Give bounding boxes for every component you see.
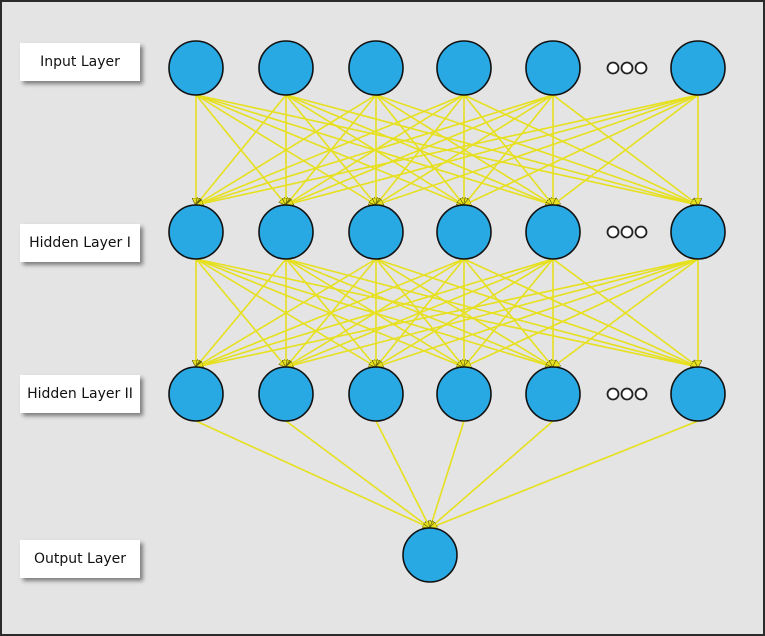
node-hidden2-5 <box>670 366 726 422</box>
ellipsis-dot-hidden1-1 <box>620 225 634 239</box>
edge-hidden1-5-to-hidden2-4 <box>553 258 699 367</box>
ellipsis-dot-hidden2-2 <box>634 387 648 401</box>
node-hidden2-3 <box>436 366 492 422</box>
edge-hidden2-4-to-output-0 <box>430 420 554 528</box>
edge-hidden2-5-to-output-0 <box>430 420 699 528</box>
edge-hidden2-2-to-output-0 <box>375 420 430 528</box>
node-hidden1-3 <box>436 204 492 260</box>
node-hidden1-5 <box>670 204 726 260</box>
edge-hidden1-4-to-hidden2-3 <box>464 258 554 367</box>
node-input-5 <box>670 40 726 96</box>
ellipsis-dot-input-0 <box>606 61 620 75</box>
node-hidden1-0 <box>168 204 224 260</box>
node-hidden1-1 <box>258 204 314 260</box>
edge-input-5-to-hidden1-4 <box>553 94 699 205</box>
node-output-0 <box>402 527 458 583</box>
edge-hidden1-4-to-hidden2-1 <box>286 258 554 367</box>
ellipsis-dot-input-1 <box>620 61 634 75</box>
edge-hidden2-3-to-output-0 <box>430 420 465 528</box>
node-input-1 <box>258 40 314 96</box>
edge-hidden2-1-to-output-0 <box>285 420 430 528</box>
node-input-4 <box>525 40 581 96</box>
ellipsis-indicators <box>606 61 648 401</box>
node-hidden2-1 <box>258 366 314 422</box>
edge-hidden1-5-to-hidden2-1 <box>286 258 699 367</box>
node-hidden1-2 <box>348 204 404 260</box>
edge-hidden1-4-to-hidden2-0 <box>196 258 554 367</box>
edge-input-5-to-hidden1-0 <box>196 94 699 205</box>
node-hidden2-0 <box>168 366 224 422</box>
edge-input-5-to-hidden1-3 <box>464 94 699 205</box>
edge-input-5-to-hidden1-2 <box>376 94 699 205</box>
edge-input-4-to-hidden1-2 <box>376 94 554 205</box>
edge-input-3-to-hidden1-0 <box>196 94 465 205</box>
node-input-3 <box>436 40 492 96</box>
ellipsis-dot-hidden2-0 <box>606 387 620 401</box>
edge-hidden1-5-to-hidden2-3 <box>464 258 699 367</box>
edge-input-5-to-hidden1-1 <box>286 94 699 205</box>
edge-hidden1-3-to-hidden2-0 <box>196 258 465 367</box>
edge-input-4-to-hidden1-0 <box>196 94 554 205</box>
edge-hidden2-0-to-output-0 <box>195 420 430 528</box>
node-hidden2-4 <box>525 366 581 422</box>
ellipsis-dot-hidden1-0 <box>606 225 620 239</box>
hidden-layer-2-label: Hidden Layer II <box>20 375 140 413</box>
neurons <box>168 40 726 583</box>
ellipsis-dot-hidden1-2 <box>634 225 648 239</box>
edge-input-4-to-hidden1-3 <box>464 94 554 205</box>
ellipsis-dot-input-2 <box>634 61 648 75</box>
node-input-2 <box>348 40 404 96</box>
hidden-layer-1-label: Hidden Layer I <box>20 224 140 262</box>
edge-hidden1-1-to-hidden2-0 <box>196 258 287 367</box>
node-hidden1-4 <box>525 204 581 260</box>
edge-input-2-to-hidden1-0 <box>196 94 377 205</box>
edge-hidden1-4-to-hidden2-2 <box>376 258 554 367</box>
node-hidden2-2 <box>348 366 404 422</box>
ellipsis-dot-hidden2-1 <box>620 387 634 401</box>
edge-hidden1-2-to-hidden2-0 <box>196 258 377 367</box>
output-layer-label: Output Layer <box>20 540 140 578</box>
edge-input-4-to-hidden1-1 <box>286 94 554 205</box>
edge-input-1-to-hidden1-0 <box>196 94 287 205</box>
node-input-0 <box>168 40 224 96</box>
input-layer-label: Input Layer <box>20 43 140 81</box>
edge-hidden1-5-to-hidden2-0 <box>196 258 699 367</box>
connections <box>195 94 699 528</box>
edge-hidden1-5-to-hidden2-2 <box>376 258 699 367</box>
